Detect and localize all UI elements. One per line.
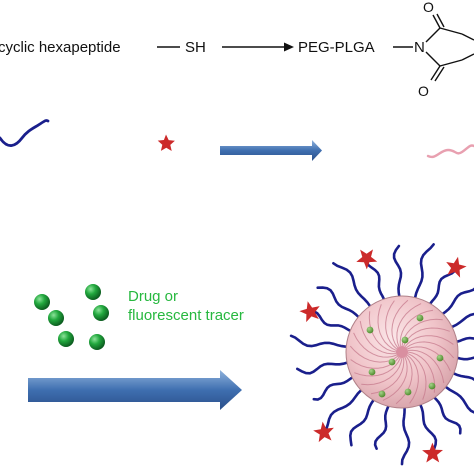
core-strand <box>406 354 419 404</box>
surface-star-peptide <box>422 442 443 463</box>
drug-beads-cluster <box>34 284 109 350</box>
drug-label-line2: fluorescent tracer <box>128 307 244 324</box>
core-hub <box>396 346 408 358</box>
nanoparticle <box>289 243 474 466</box>
blue-polymer-chain <box>0 119 50 147</box>
drug-bead <box>85 284 101 300</box>
core-strand <box>407 349 445 384</box>
core-strand <box>407 346 451 372</box>
corona-chain <box>400 402 411 466</box>
encapsulated-bead <box>428 382 436 390</box>
pink-polymer-chain <box>426 144 474 159</box>
corona-chain <box>426 266 457 309</box>
maleimide-structure: N O O <box>414 0 474 99</box>
corona-chain <box>312 374 357 401</box>
drug-bead <box>58 331 74 347</box>
corona-chain <box>296 360 353 375</box>
core-strand <box>359 320 397 355</box>
corona-chain <box>316 286 363 321</box>
core-strand <box>407 353 427 400</box>
corona-chain <box>365 257 387 305</box>
maleimide-nitrogen-label: N <box>414 39 425 56</box>
drug-label-line1: Drug or <box>128 288 178 305</box>
corona-chain <box>447 312 474 330</box>
encapsulated-bead <box>416 314 424 322</box>
corona-chain <box>452 355 474 361</box>
large-blue-arrow <box>28 370 242 410</box>
small-blue-arrow <box>220 140 322 161</box>
core-strand <box>407 351 436 393</box>
core-strand <box>368 311 397 353</box>
corona-chain <box>332 262 374 311</box>
drug-bead <box>48 310 64 326</box>
drug-bead <box>93 305 109 321</box>
maleimide-oxygen-bottom-label: O <box>418 83 429 99</box>
core-strand <box>396 303 422 347</box>
surface-stars <box>299 249 467 463</box>
core-strand <box>399 309 434 347</box>
core-strand <box>404 335 454 348</box>
corona-chain <box>322 386 366 434</box>
core-strand <box>382 357 408 401</box>
peg-plga-label: PEG-PLGA <box>298 39 375 56</box>
core-strand <box>377 304 397 351</box>
maleimide-oxygen-top-label: O <box>423 0 434 15</box>
surface-star-peptide <box>313 421 334 443</box>
encapsulated-bead <box>401 336 409 344</box>
surface-star-peptide <box>446 256 467 278</box>
encapsulated-bead <box>388 358 396 366</box>
corona-chain <box>289 334 352 349</box>
reaction-arrow <box>222 42 294 52</box>
surface-star-peptide <box>299 301 320 323</box>
corona-chain <box>413 243 435 303</box>
drug-bead <box>89 334 105 350</box>
corona-chain <box>392 244 403 302</box>
corona-chain <box>441 383 474 414</box>
corona-chain <box>430 393 462 435</box>
red-star-peptide <box>157 134 175 151</box>
thiol-label: SH <box>185 39 206 56</box>
reaction-scheme: cyclic hexapeptide SH PEG-PLGA N O O <box>0 0 474 99</box>
corona-chains <box>289 243 474 466</box>
core-strand <box>405 341 455 359</box>
encapsulated-bead <box>368 368 376 376</box>
core-strand <box>353 332 397 358</box>
core-strand <box>385 300 398 350</box>
corona-chain <box>417 399 438 455</box>
corona-chain <box>348 395 378 447</box>
core-strand <box>391 299 409 349</box>
corona-chain <box>448 370 474 381</box>
corona-chain <box>373 401 391 450</box>
encapsulated-bead <box>404 388 412 396</box>
surface-star-peptide <box>356 249 378 270</box>
cyclic-hexapeptide-label: cyclic hexapeptide <box>0 39 121 56</box>
encapsulated-bead <box>378 390 386 398</box>
core-strand <box>395 355 413 405</box>
encapsulated-beads <box>366 314 444 398</box>
drug-bead <box>34 294 50 310</box>
corona-chain <box>451 336 474 344</box>
corona-chain <box>309 310 356 334</box>
encapsulated-bead <box>436 354 444 362</box>
corona-chain <box>438 287 474 318</box>
core-strand <box>361 357 403 386</box>
core-strand <box>354 357 401 377</box>
encapsulated-bead <box>366 326 374 334</box>
